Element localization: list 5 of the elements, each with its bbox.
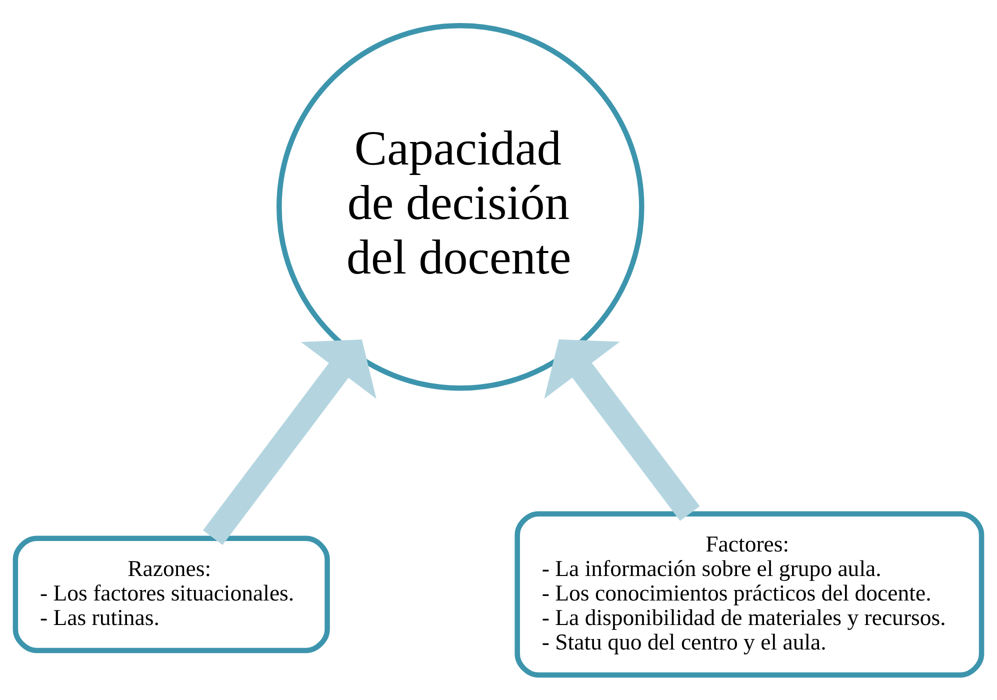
node-box: Razones: - Los factores situacionales. - Las rutinas. xyxy=(12,535,330,653)
arrow xyxy=(544,338,700,520)
node-circle: Capacidad de decisión del docente xyxy=(276,22,644,390)
node-box: Factores: - La información sobre el grupo aula. - Los conocimientos prácticos del docente. - La disponibilidad de materiales y recursos. - Statu quo del centro y el aula. xyxy=(514,510,984,678)
arrow xyxy=(202,339,376,545)
